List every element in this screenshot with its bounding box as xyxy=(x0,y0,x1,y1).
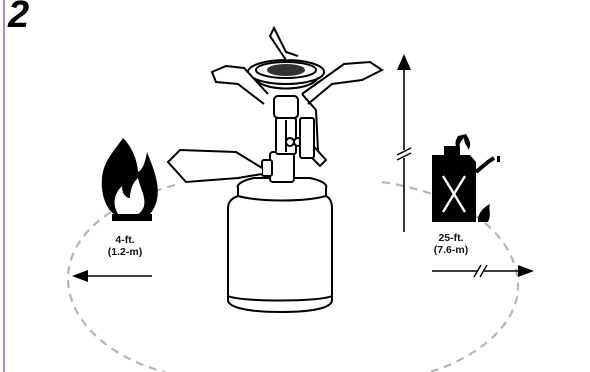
left-arrow-icon xyxy=(72,270,152,282)
right-arrow-icon xyxy=(432,264,534,278)
stove-icon xyxy=(166,25,384,314)
up-arrow-icon xyxy=(396,54,412,232)
side-clearance-meters: (1.2-m) xyxy=(107,246,143,258)
step-number: 2 xyxy=(8,0,30,36)
clearance-circle xyxy=(66,180,520,372)
flammables-clearance-meters: (7.6-m) xyxy=(433,244,469,256)
side-clearance-label: 4-ft. (1.2-m) xyxy=(98,234,152,258)
margin-rule xyxy=(3,0,5,372)
fuel-can-icon xyxy=(432,134,500,222)
flammables-clearance-label: 25-ft. (7.6-m) xyxy=(420,232,482,256)
side-clearance-feet: 4-ft. xyxy=(115,234,135,246)
flammables-clearance-feet: 25-ft. xyxy=(438,232,464,244)
flame-icon xyxy=(101,138,158,221)
